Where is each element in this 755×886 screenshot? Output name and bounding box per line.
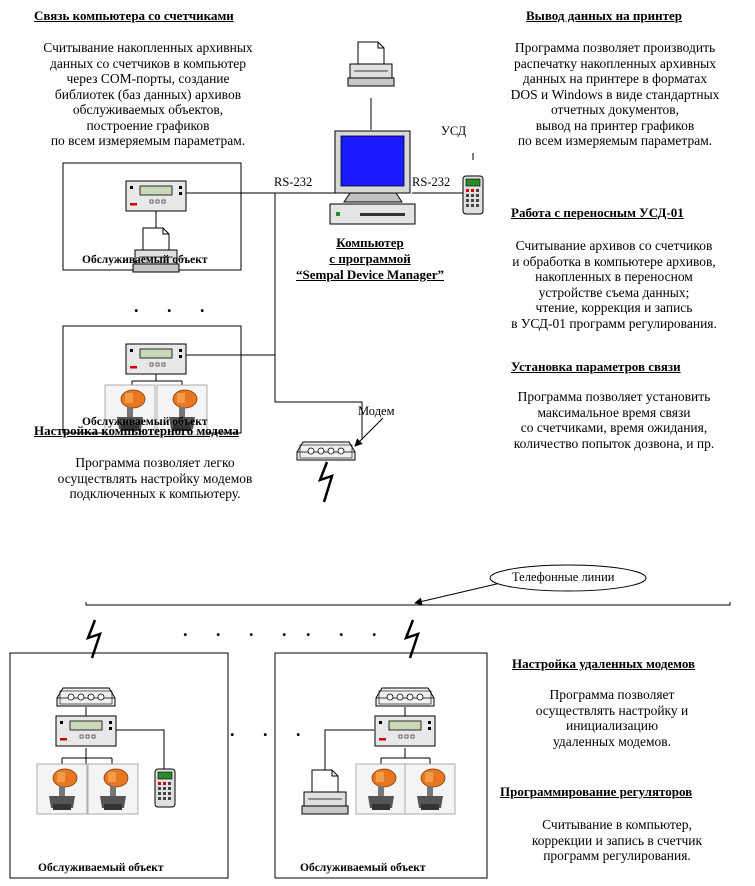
rs232-bus xyxy=(274,193,363,440)
heading-remote-modems: Настройка удаленных модемов xyxy=(512,656,696,671)
main-printer-icon xyxy=(347,41,395,87)
heading-pc-modem: Настройка компьютерного модема xyxy=(34,423,239,438)
object-label-1: Обслуживаемый объект xyxy=(82,254,208,266)
computer-label-line1: Компьютер xyxy=(336,235,404,250)
usd-handheld-icon xyxy=(154,768,176,808)
phone-lines-label: Телефонные линии xyxy=(512,570,615,584)
lightning-right xyxy=(403,619,420,659)
remote-modem-icon xyxy=(375,687,435,707)
heading-regulators: Программирование регуляторов xyxy=(500,784,693,799)
object-label-3: Обслуживаемый объект xyxy=(38,862,164,874)
dots-middle: . . . xyxy=(230,720,313,740)
computer-icon xyxy=(329,130,416,225)
computer-label-line2: с программой xyxy=(329,251,411,266)
dots-left: . . . . xyxy=(183,620,299,640)
printer-icon xyxy=(301,769,349,815)
heading-printer-output: Вывод данных на принтер xyxy=(526,8,682,23)
phone-lines-ellipse xyxy=(489,564,647,592)
phone-line-bus xyxy=(85,602,731,606)
text-pc-modem: Программа позволяет легко осуществлять н… xyxy=(57,455,253,501)
text-printer-output: Программа позволяет производить распечат… xyxy=(510,40,720,148)
rs232-label-right: RS-232 xyxy=(412,175,451,189)
computer-label: Компьютер с программой “Sempal Device Ma… xyxy=(270,235,470,283)
valve-icon xyxy=(87,763,139,815)
meter-icon xyxy=(125,343,187,375)
object-box-4 xyxy=(274,652,488,879)
computer-label-line3: “Sempal Device Manager” xyxy=(295,267,445,282)
valve-icon xyxy=(404,763,456,815)
dots-right: . . . . xyxy=(306,620,422,640)
heading-pc-meters: Связь компьютера со счетчиками xyxy=(34,8,234,23)
heading-link-params: Установка параметров связи xyxy=(511,359,681,374)
object-label-4: Обслуживаемый объект xyxy=(300,862,426,874)
valve-icon xyxy=(355,763,407,815)
valve-icon xyxy=(36,763,88,815)
object-label-2: Обслуживаемый объект xyxy=(82,416,208,428)
dots-vertical: . . . xyxy=(134,296,217,316)
modem-label: Модем xyxy=(358,404,395,418)
meter-icon xyxy=(125,180,187,212)
pc-modem-icon xyxy=(296,441,356,461)
text-pc-meters: Считывание накопленных архивных данных с… xyxy=(43,40,253,148)
text-remote-modems: Программа позволяет осуществлять настрой… xyxy=(535,687,689,749)
rs232-label-left: RS-232 xyxy=(274,175,313,189)
lightning-left xyxy=(85,619,102,659)
text-regulators: Считывание в компьютер, коррекции и запи… xyxy=(531,817,703,863)
lightning-pc-modem xyxy=(317,461,334,503)
meter-icon xyxy=(374,715,436,747)
heading-usd: Работа с переносным УСД-01 xyxy=(511,205,684,220)
meter-icon xyxy=(55,715,117,747)
text-link-params: Программа позволяет установить максималь… xyxy=(513,389,715,451)
remote-modem-icon xyxy=(56,687,116,707)
object-box-3 xyxy=(9,652,229,879)
text-usd: Считывание архивов со счетчиков и обрабо… xyxy=(511,238,717,331)
usd-label: УСД xyxy=(441,124,467,138)
usd-handheld-icon xyxy=(462,175,484,215)
